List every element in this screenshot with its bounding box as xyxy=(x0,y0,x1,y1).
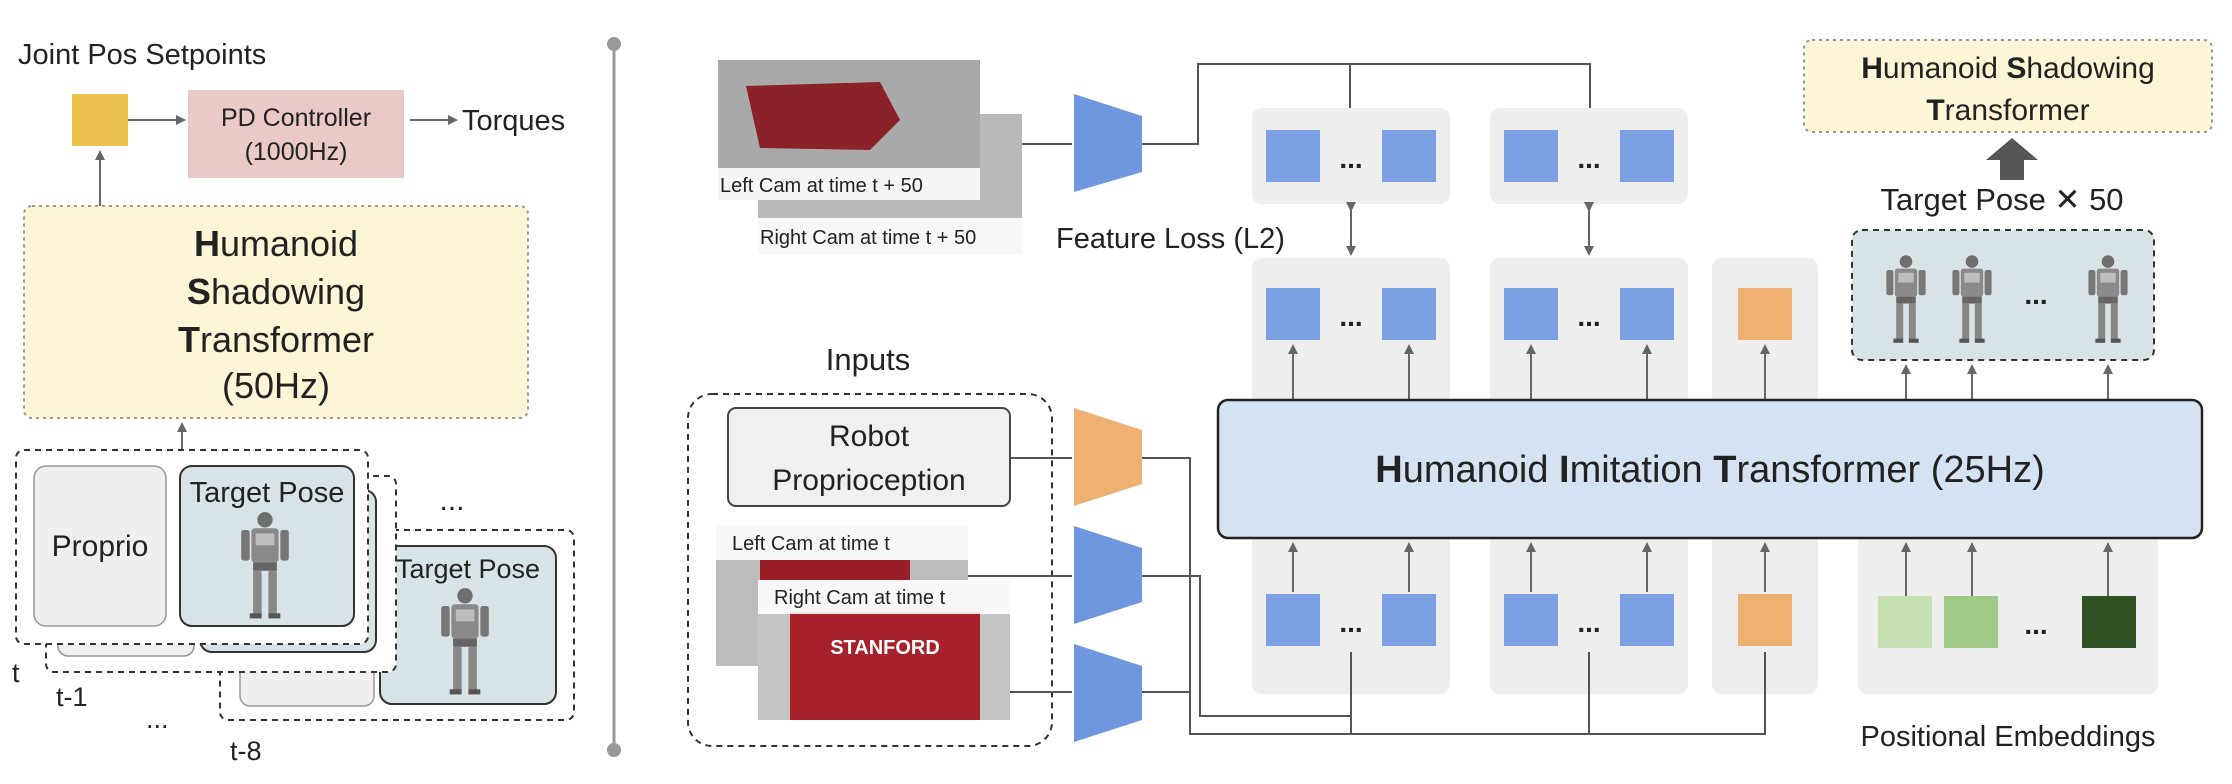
robot-proprio-line2: Proprioception xyxy=(772,464,965,497)
target-token-2a xyxy=(1504,130,1558,182)
output-token-2a xyxy=(1504,288,1558,340)
proprio-encoder xyxy=(1074,408,1142,506)
hst-line-4: (50Hz) xyxy=(222,365,330,406)
left-cam-future-cloth xyxy=(746,82,900,150)
pd-controller-box xyxy=(188,90,404,178)
left-cam-encoder xyxy=(1074,526,1142,624)
right-cam-now-caption: Right Cam at time t xyxy=(774,587,946,609)
target-pose-label-t8: Target Pose xyxy=(396,554,540,584)
hit-title: Humanoid Imitation Transformer (25Hz) xyxy=(1375,449,2044,491)
left-cam-now-caption: Left Cam at time t xyxy=(732,533,890,555)
hit-output-arrows xyxy=(1288,344,2113,400)
target-token-ellipsis-2: ... xyxy=(1577,143,1600,174)
input-token-ellipsis-1: ... xyxy=(1339,607,1362,638)
right-cam-now-shirt-text: STANFORD xyxy=(830,637,940,659)
torques-label: Torques xyxy=(462,105,565,137)
route-proprio-encoder xyxy=(1142,457,1766,735)
future-image-encoder xyxy=(1074,94,1142,192)
pd-controller-line2: (1000Hz) xyxy=(245,138,348,166)
left-cam-future-caption-bg xyxy=(718,168,980,200)
target-poses-ellipsis: ... xyxy=(2024,279,2047,310)
pos-embedding-1 xyxy=(1878,596,1932,648)
target-pose-x50-label: Target Pose ✕ 50 xyxy=(1880,182,2123,217)
column-group-pos-emb xyxy=(1858,520,2158,694)
input-token-1b xyxy=(1382,594,1436,646)
left-cam-future-caption: Left Cam at time t + 50 xyxy=(720,175,923,197)
hst-line-1: Humanoid xyxy=(194,223,358,264)
input-token-1a xyxy=(1266,594,1320,646)
pd-controller-line1: PD Controller xyxy=(221,104,371,132)
feature-loss-label: Feature Loss (L2) xyxy=(1056,223,1285,255)
target-poses-box xyxy=(1851,229,2155,361)
input-token-ellipsis-2: ... xyxy=(1577,607,1600,638)
output-token-ellipsis-1: ... xyxy=(1339,301,1362,332)
inputs-title: Inputs xyxy=(826,342,910,377)
right-cam-encoder xyxy=(1074,644,1142,742)
hst-line-2: Shadowing xyxy=(187,271,365,312)
right-cam-now-shirt xyxy=(790,612,980,720)
setpoints-title: Joint Pos Setpoints xyxy=(18,39,266,71)
right-cam-future-caption: Right Cam at time t + 50 xyxy=(760,227,976,249)
separator-bottom-dot xyxy=(607,743,621,757)
route-left-cam-encoder xyxy=(1142,575,1352,717)
output-token-proprio xyxy=(1738,288,1792,340)
link-future-encoder-to-targets xyxy=(1142,63,1591,145)
time-label-t1: t-1 xyxy=(56,682,88,712)
hst-output-line-2: Transformer xyxy=(1926,94,2089,127)
hit-block xyxy=(1216,398,2204,540)
input-token-2b xyxy=(1620,594,1674,646)
pos-embedding-ellipsis: ... xyxy=(2024,609,2047,640)
target-pose-label: Target Pose xyxy=(190,477,345,509)
hit-input-arrows xyxy=(1288,542,2113,596)
robot-proprio-line1: Robot xyxy=(829,420,910,453)
proprio-label: Proprio xyxy=(52,530,149,563)
output-token-1b xyxy=(1382,288,1436,340)
history-ellipsis: ... xyxy=(439,484,464,517)
proprio-card-t xyxy=(33,465,167,627)
target-token-2b xyxy=(1620,130,1674,182)
left-cam-now-caption-bg xyxy=(716,526,968,560)
hst-line-3: Transformer xyxy=(178,319,374,360)
hst-block xyxy=(23,205,529,419)
target-token-ellipsis-1: ... xyxy=(1339,143,1362,174)
positional-embeddings-label: Positional Embeddings xyxy=(1860,721,2155,753)
input-token-proprio xyxy=(1738,594,1792,646)
hst-output-line-1: Humanoid Shadowing xyxy=(1861,52,2155,85)
right-cam-future-caption-bg xyxy=(758,218,1022,254)
pos-embedding-2 xyxy=(1944,596,1998,648)
target-token-1b xyxy=(1382,130,1436,182)
output-token-ellipsis-2: ... xyxy=(1577,301,1600,332)
hst-output-block xyxy=(1803,39,2213,133)
input-token-2a xyxy=(1504,594,1558,646)
separator-top-dot xyxy=(607,37,621,51)
output-token-2b xyxy=(1620,288,1674,340)
output-arrow xyxy=(1986,138,2038,180)
right-cam-now-caption-bg xyxy=(758,580,1010,614)
pos-embedding-last xyxy=(2082,596,2136,648)
output-token-1a xyxy=(1266,288,1320,340)
time-label-dots: ... xyxy=(146,704,169,734)
target-token-1a xyxy=(1266,130,1320,182)
time-label-t8: t-8 xyxy=(230,736,262,766)
joint-setpoint-square xyxy=(72,94,128,146)
time-label-t: t xyxy=(12,658,20,688)
